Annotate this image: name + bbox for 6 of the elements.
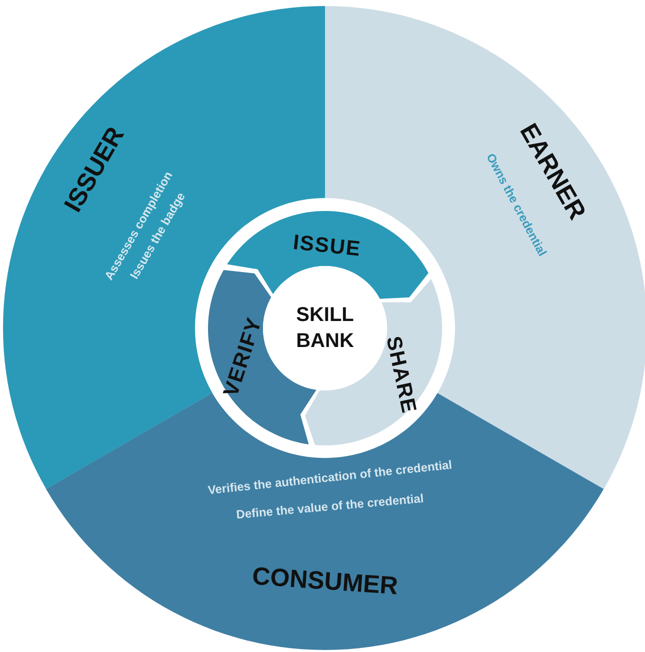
center-label: SKILL BANK bbox=[295, 303, 355, 354]
step-label: SHARE bbox=[382, 334, 420, 416]
arrow-segment bbox=[226, 211, 428, 299]
segment-title: CONSUMER bbox=[251, 563, 399, 601]
segment-description: Define the value of the credential bbox=[236, 492, 424, 522]
step-label: ISSUE bbox=[292, 230, 362, 262]
